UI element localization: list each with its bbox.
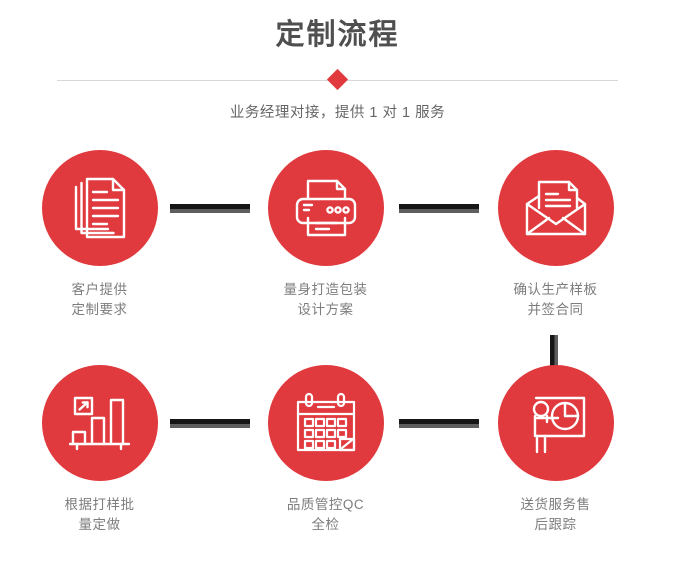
flow-step-2-circle xyxy=(267,150,384,266)
flow-step-1-circle xyxy=(41,150,158,266)
diamond-icon xyxy=(326,69,349,91)
connector-1-2 xyxy=(170,204,250,213)
flow-step-3-label: 确认生产样板 并签合同 xyxy=(513,282,598,317)
presentation-person-icon xyxy=(524,392,588,454)
title-divider xyxy=(0,69,675,93)
flow-row-1: 客户提供 定制要求 xyxy=(0,150,675,377)
page-subtitle: 业务经理对接，提供 1 对 1 服务 xyxy=(229,104,446,121)
flow-step-5-circle xyxy=(267,365,384,481)
flow-step-6-circle xyxy=(497,365,614,481)
documents-stack-icon xyxy=(67,175,133,241)
flow-step-4-label: 根据打样批 量定做 xyxy=(64,497,135,532)
flow-step-4[interactable]: 根据打样批 量定做 xyxy=(12,365,187,534)
flow-step-3-circle xyxy=(497,150,614,266)
flow-step-6[interactable]: 送货服务售 后跟踪 xyxy=(468,365,643,534)
bar-chart-growth-icon xyxy=(68,394,131,452)
flow-step-2-label: 量身打造包装 设计方案 xyxy=(283,282,368,317)
flow-step-2[interactable]: 量身打造包装 设计方案 xyxy=(238,150,413,319)
flow-step-5-label: 品质管控QC 全检 xyxy=(286,497,365,532)
connector-4-5 xyxy=(170,419,250,428)
flow-step-6-label: 送货服务售 后跟踪 xyxy=(520,497,591,532)
flow-step-1-label: 客户提供 定制要求 xyxy=(71,282,128,317)
printer-icon xyxy=(293,177,359,239)
page-header: 定制流程 业务经理对接，提供 1 对 1 服务 xyxy=(0,0,675,122)
flow-step-1[interactable]: 客户提供 定制要求 xyxy=(12,150,187,319)
connector-3-6 xyxy=(550,335,558,377)
process-flow: 客户提供 定制要求 xyxy=(0,150,675,580)
connector-5-6 xyxy=(399,419,479,428)
flow-step-4-circle xyxy=(41,365,158,481)
flow-step-5[interactable]: 品质管控QC 全检 xyxy=(238,365,413,534)
flow-step-3[interactable]: 确认生产样板 并签合同 xyxy=(468,150,643,319)
calendar-icon xyxy=(294,392,358,454)
flow-row-2: 根据打样批 量定做 xyxy=(0,365,675,580)
envelope-letter-icon xyxy=(523,178,589,238)
page-title: 定制流程 xyxy=(275,19,400,51)
connector-2-3 xyxy=(399,204,479,213)
